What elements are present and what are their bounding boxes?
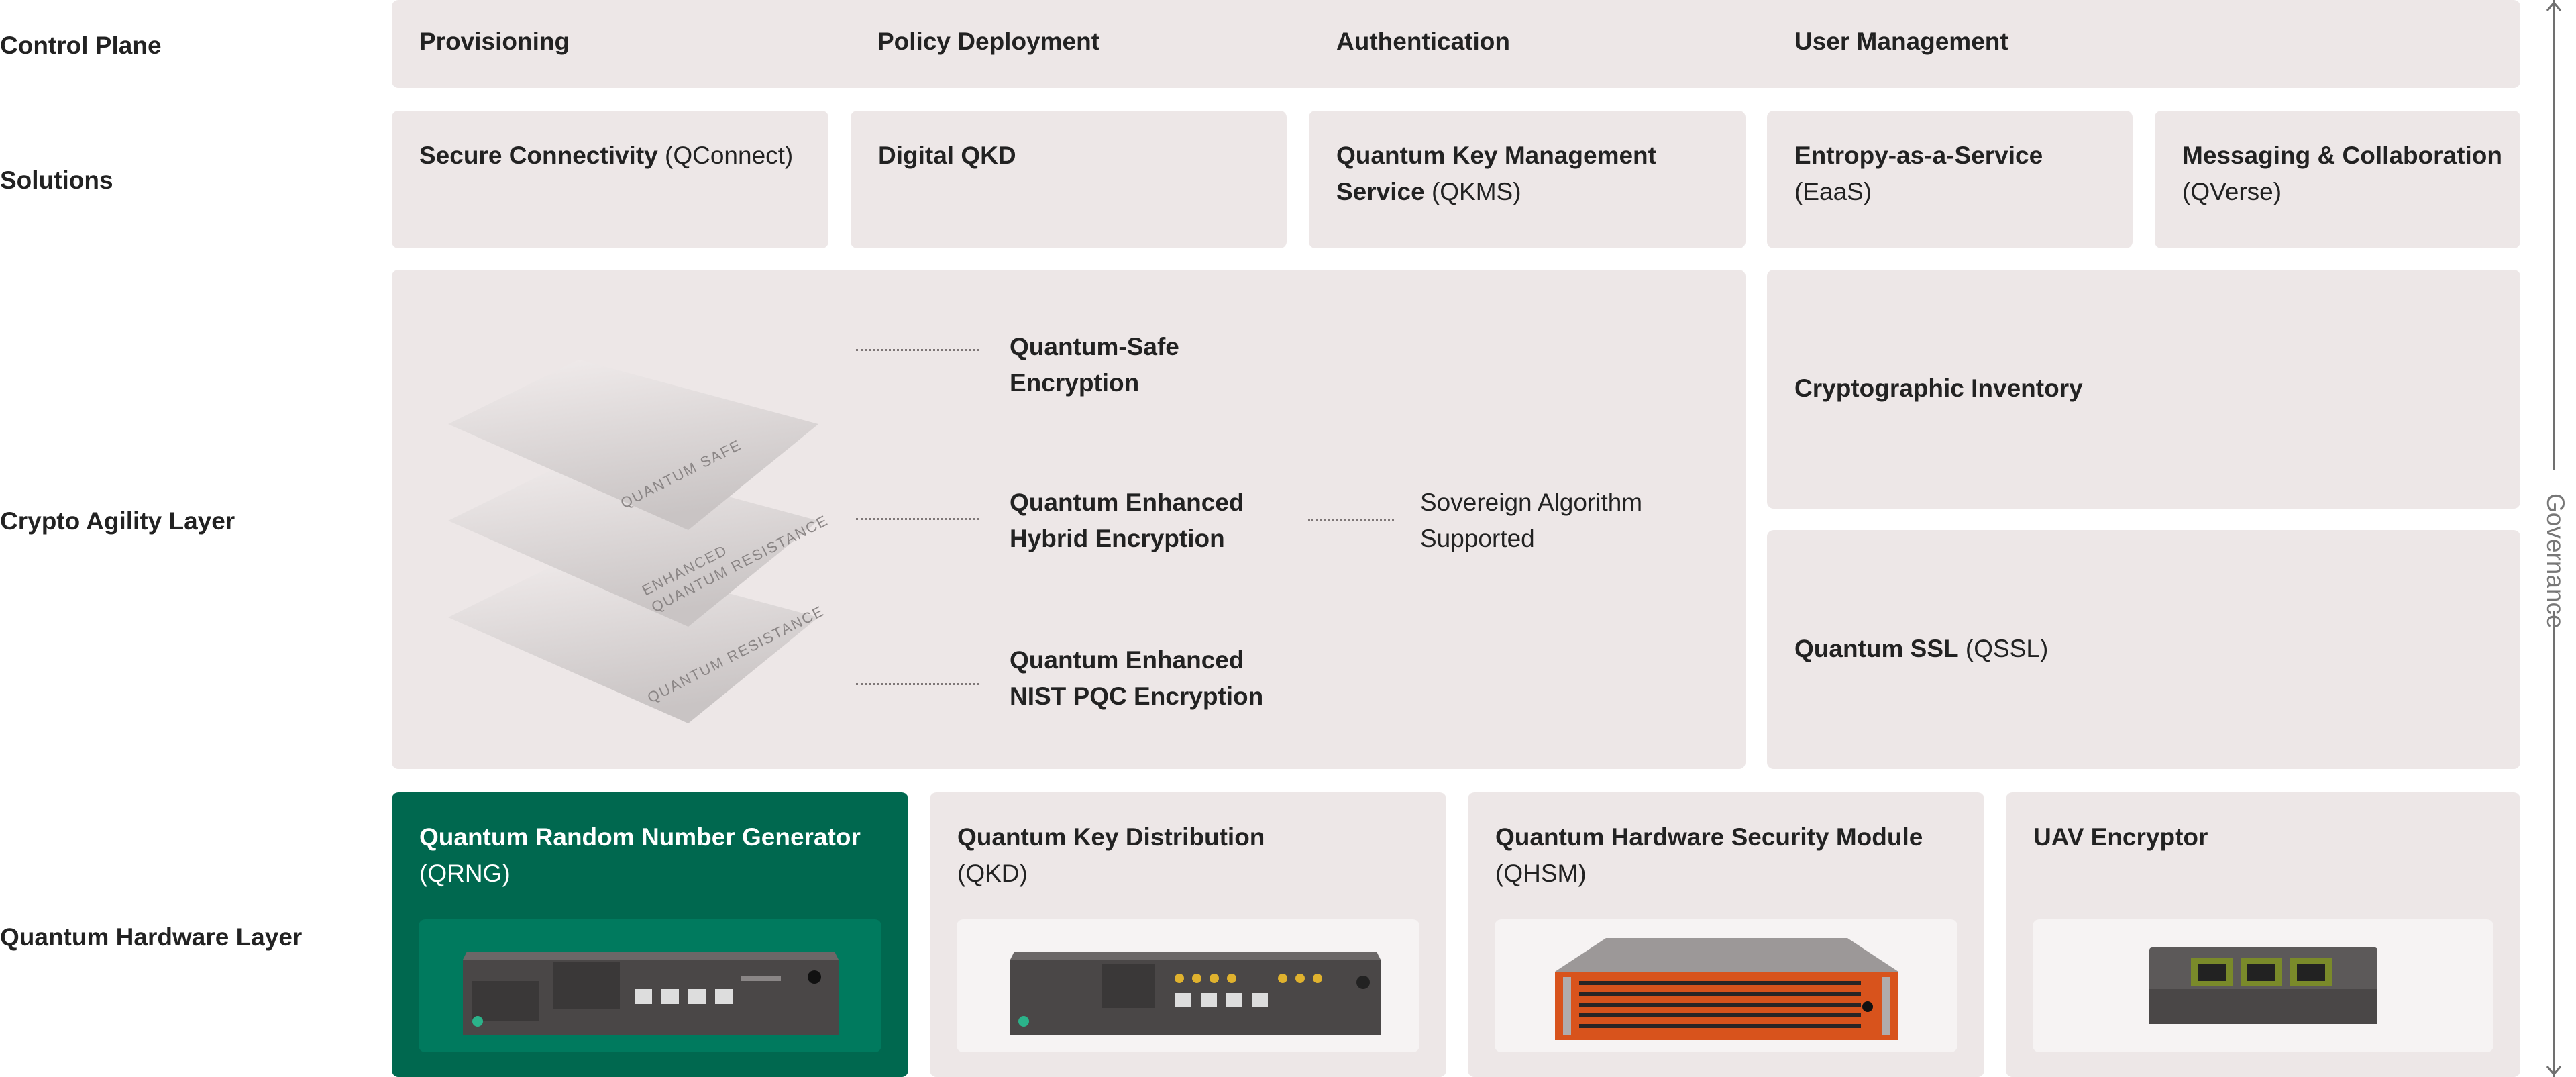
- hardware-name: UAV Encryptor: [2033, 823, 2208, 851]
- connector-line: [1308, 519, 1394, 521]
- solution-name: Digital QKD: [878, 142, 1016, 169]
- arrow-down-icon: [2546, 1066, 2562, 1076]
- solution-secure-connectivity[interactable]: Secure Connectivity (QConnect): [392, 111, 828, 248]
- control-plane-provisioning[interactable]: Provisioning: [419, 28, 570, 55]
- layer-quantum-safe: Quantum-Safe Encryption: [1010, 329, 1179, 401]
- solution-qverse[interactable]: Messaging & Collaboration (QVerse): [2155, 111, 2520, 248]
- stack-layer-top: QUANTUM SAFE: [448, 360, 818, 530]
- control-plane-authentication[interactable]: Authentication: [1336, 28, 1510, 55]
- layer-quantum-enhanced-hybrid: Quantum Enhanced Hybrid Encryption: [1010, 484, 1244, 557]
- solution-name: Secure Connectivity: [419, 142, 658, 169]
- solution-name: Entropy-as-a-Service: [1794, 142, 2043, 169]
- hardware-name: Quantum Key Distribution: [957, 823, 1265, 851]
- qkd-device-icon: [1010, 952, 1381, 1035]
- layer-line: Quantum-Safe: [1010, 333, 1179, 360]
- solution-name: Messaging & Collaboration: [2182, 142, 2502, 169]
- hardware-qrng[interactable]: Quantum Random Number Generator (QRNG): [392, 792, 908, 1077]
- solution-qkms[interactable]: Quantum Key Management Service (QKMS): [1309, 111, 1746, 248]
- hardware-qkd[interactable]: Quantum Key Distribution (QKD): [930, 792, 1446, 1077]
- row-label-solutions: Solutions: [0, 166, 113, 194]
- device-image-panel: [419, 919, 881, 1052]
- layer-quantum-enhanced-nist: Quantum Enhanced NIST PQC Encryption: [1010, 642, 1263, 715]
- governance-label: Governance: [2542, 493, 2569, 629]
- hardware-name: Quantum Hardware Security Module: [1495, 823, 1923, 851]
- solution-suffix: (QVerse): [2182, 178, 2282, 205]
- row-label-control-plane: Control Plane: [0, 32, 162, 59]
- row-label-crypto-agility: Crypto Agility Layer: [0, 507, 235, 535]
- solution-digital-qkd[interactable]: Digital QKD: [851, 111, 1287, 248]
- quantum-ssl-label: Quantum SSL (QSSL): [1794, 631, 2048, 667]
- hardware-uav-encryptor[interactable]: UAV Encryptor: [2006, 792, 2520, 1077]
- control-plane-user-management[interactable]: User Management: [1794, 28, 2008, 55]
- governance-label-backdrop: [2540, 470, 2567, 611]
- arrow-up-icon: [2546, 1, 2562, 11]
- hardware-qhsm[interactable]: Quantum Hardware Security Module (QHSM): [1468, 792, 1984, 1077]
- solution-suffix: (QConnect): [657, 142, 794, 169]
- row-label-hardware: Quantum Hardware Layer: [0, 923, 303, 951]
- solution-name: Quantum Key Management Service: [1336, 142, 1656, 205]
- quantum-ssl-box[interactable]: Quantum SSL (QSSL): [1767, 530, 2520, 769]
- layer-line: NIST PQC Encryption: [1010, 682, 1264, 710]
- device-image-panel: [2033, 919, 2493, 1052]
- hardware-suffix: (QHSM): [1495, 860, 1587, 887]
- solution-suffix: (EaaS): [1794, 178, 1872, 205]
- layer-line: Quantum Enhanced: [1010, 646, 1244, 674]
- sovereign-algorithm-note: Sovereign Algorithm Supported: [1420, 484, 1642, 557]
- hsm-device-icon: [1555, 938, 1898, 1040]
- device-image-panel: [1495, 919, 1957, 1052]
- cryptographic-inventory-label: Cryptographic Inventory: [1794, 374, 2083, 402]
- note-line: Sovereign Algorithm: [1420, 489, 1643, 516]
- solution-suffix: (QKMS): [1424, 178, 1521, 205]
- solution-eaas[interactable]: Entropy-as-a-Service (EaaS): [1767, 111, 2133, 248]
- product-suffix: (QSSL): [1958, 635, 2049, 662]
- uav-device-icon: [2149, 947, 2377, 1024]
- note-line: Supported: [1420, 525, 1535, 552]
- layer-line: Hybrid Encryption: [1010, 525, 1225, 552]
- layer-stack-icon: QUANTUM RESISTANCE ENHANCED QUANTUM RESI…: [448, 360, 831, 723]
- cryptographic-inventory-box[interactable]: Cryptographic Inventory: [1767, 270, 2520, 509]
- connector-line: [856, 683, 979, 685]
- product-name: Quantum SSL: [1794, 635, 1959, 662]
- connector-line: [856, 349, 979, 351]
- connector-line: [856, 518, 979, 520]
- hardware-suffix: (QKD): [957, 860, 1028, 887]
- hardware-name: Quantum Random Number Generator: [419, 823, 861, 851]
- qrng-device-icon: [463, 952, 839, 1035]
- control-plane-bar: Provisioning Policy Deployment Authentic…: [392, 0, 2520, 88]
- layer-line: Encryption: [1010, 369, 1140, 397]
- crypto-agility-panel: QUANTUM RESISTANCE ENHANCED QUANTUM RESI…: [392, 270, 1746, 769]
- hardware-suffix: (QRNG): [419, 860, 511, 887]
- layer-line: Quantum Enhanced: [1010, 489, 1244, 516]
- device-image-panel: [957, 919, 1419, 1052]
- control-plane-policy-deployment[interactable]: Policy Deployment: [877, 28, 1100, 55]
